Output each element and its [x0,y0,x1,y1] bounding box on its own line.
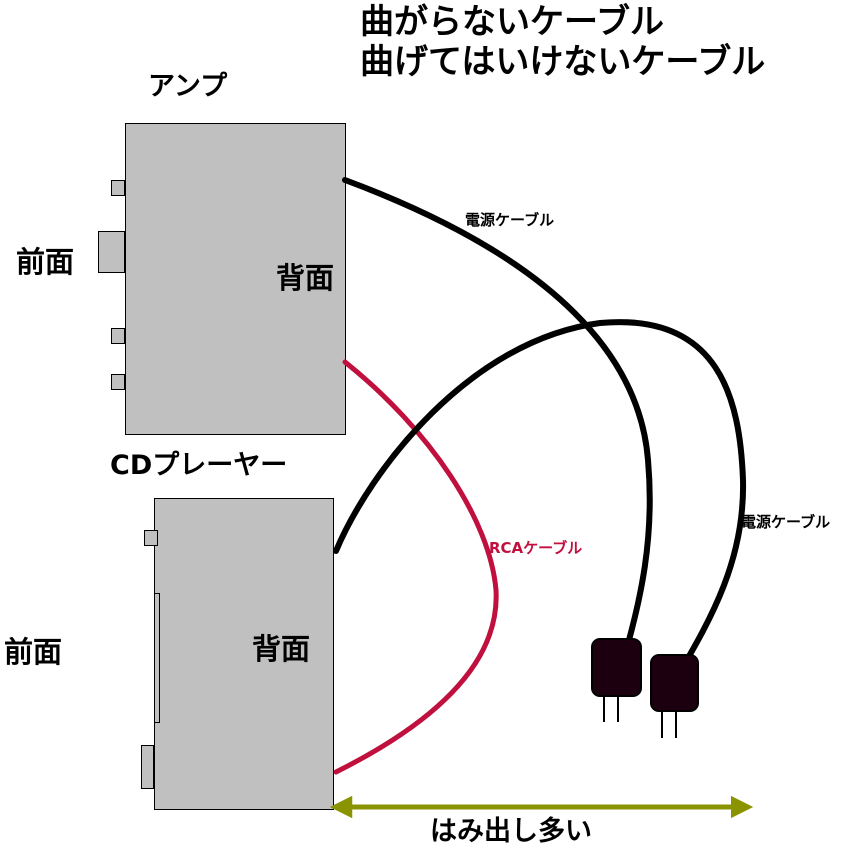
amp-front-label: 前面 [16,245,75,279]
title-line-2: 曲げてはいけないケーブル [360,42,766,82]
rca-cable-label: RCAケーブル [489,539,583,557]
amp-front-jack-3 [111,374,125,390]
cd-player-label: CDプレーヤー [110,450,288,481]
power-plug-2 [650,654,699,738]
power-cable-amp [342,177,653,658]
cd-player-disc-tray [154,593,160,723]
amp-label: アンプ [148,71,228,102]
power-cable-cd-player [333,319,747,675]
amp-front-knob [98,231,125,273]
cd-player-back-label: 背面 [252,632,311,666]
cd-player-body [154,498,334,810]
cd-player-front-label: 前面 [4,635,63,669]
amp-front-jack-1 [111,180,125,196]
amp-back-label: 背面 [276,261,335,295]
power-plug-1 [591,638,642,722]
amp-body [125,123,346,435]
title-line-1: 曲がらないケーブル [360,2,664,42]
overhang-label: はみ出し多い [430,816,592,847]
rca-cable [333,359,499,775]
cd-player-front-button [144,530,158,546]
cd-player-front-jack [141,745,154,789]
power-cable-1-label: 電源ケーブル [465,211,555,229]
amp-front-jack-2 [111,328,125,344]
power-cable-2-label: 電源ケーブル [741,513,831,531]
